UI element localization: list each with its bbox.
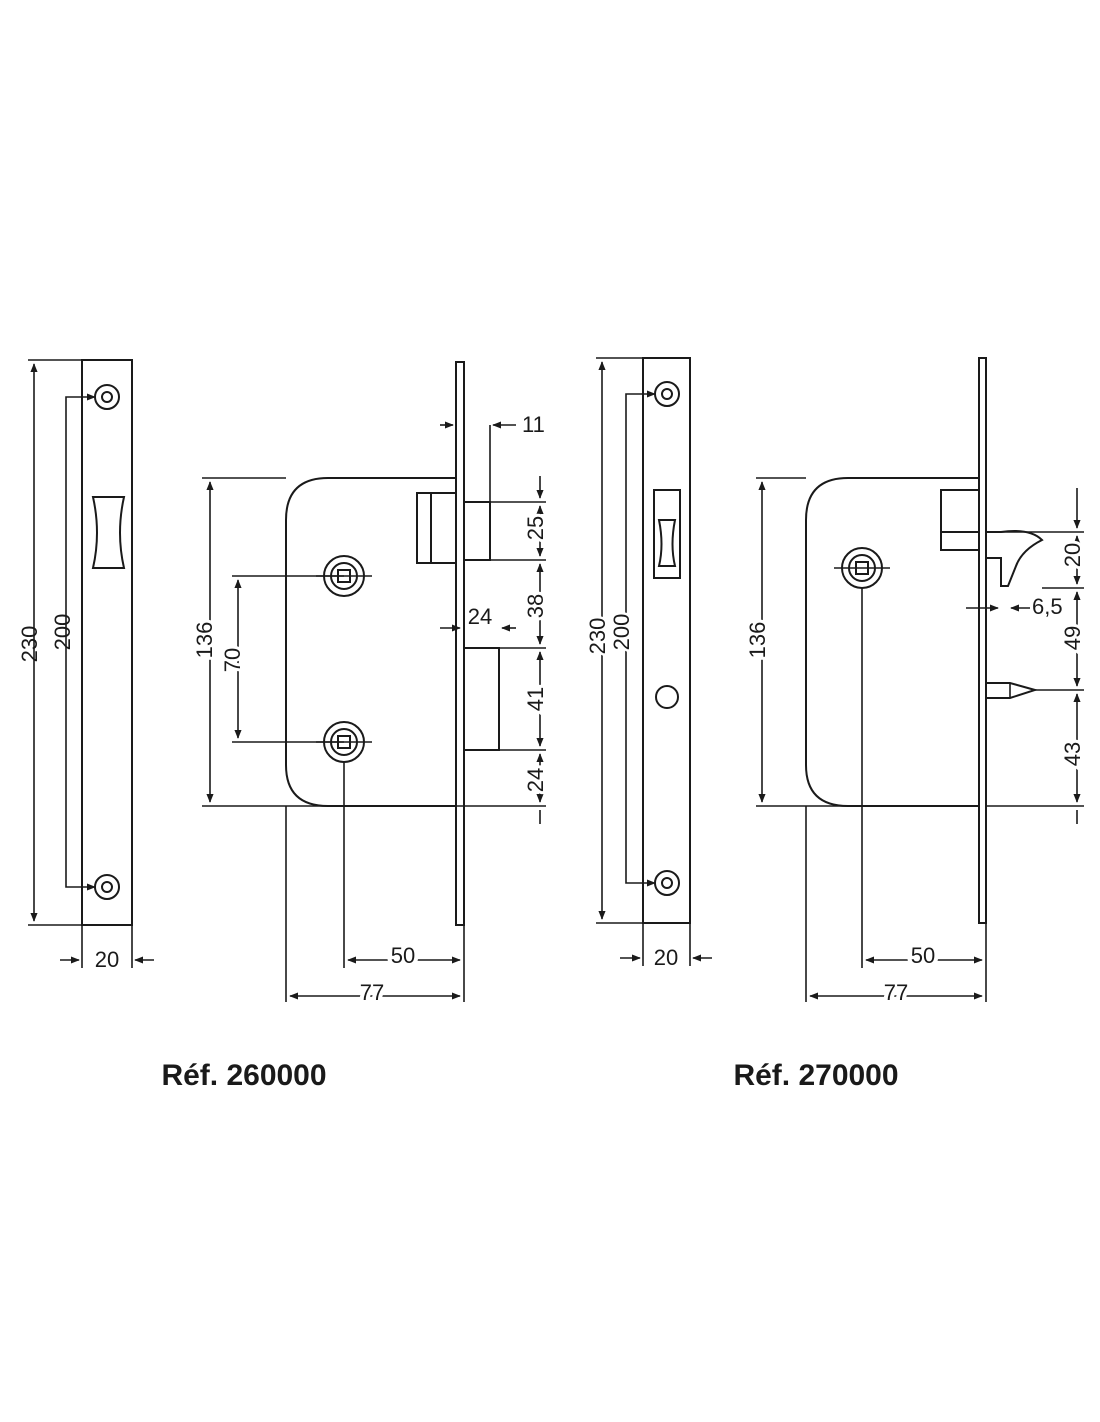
screw-hole-icon [654, 870, 680, 896]
screw-hole-icon [94, 874, 120, 900]
reference-label-a: Réf. 260000 [161, 1059, 326, 1092]
dim-43-label: 43 [1060, 742, 1085, 766]
body-height-label: 136 [745, 622, 770, 659]
plate-height-label: 230 [585, 618, 610, 655]
screw-spacing-label: 200 [609, 614, 634, 651]
lock-a-body [202, 361, 546, 1002]
dim-24-bottom-label: 24 [523, 768, 548, 792]
spindle-spacing-label: 70 [220, 648, 245, 672]
dim-49-label: 49 [1060, 626, 1085, 650]
dim-20-label: 20 [1060, 543, 1085, 567]
screw-hole-icon [94, 384, 120, 410]
latch-opening-icon [91, 496, 126, 569]
screw-hole-icon [654, 381, 680, 407]
dim-6-5-label: 6,5 [1032, 594, 1063, 619]
plate-height-label: 230 [17, 626, 42, 663]
dim-24-bolt-label: 24 [468, 604, 492, 629]
plate-width-label: 20 [654, 945, 678, 970]
lock-b-body [756, 357, 1084, 1002]
screw-spacing-label: 200 [50, 614, 75, 651]
dim-11-label: 11 [522, 412, 545, 437]
depth-label: 77 [884, 980, 908, 1005]
reference-label-b: Réf. 270000 [733, 1059, 898, 1092]
lock-b-strike-plate [596, 357, 712, 966]
depth-label: 77 [360, 980, 384, 1005]
body-height-label: 136 [192, 622, 217, 659]
plate-width-label: 20 [95, 947, 119, 972]
spindle-hub-icon [834, 547, 890, 589]
backset-label: 50 [911, 943, 935, 968]
dim-25-label: 25 [523, 516, 548, 540]
bolt-hole-icon [655, 685, 679, 709]
lock-a-strike-plate [28, 359, 154, 968]
dim-41-label: 41 [523, 687, 548, 711]
latch-opening-icon [653, 489, 681, 579]
hook-bolt-icon [986, 530, 1044, 587]
dim-38-label: 38 [523, 594, 548, 618]
backset-label: 50 [391, 943, 415, 968]
